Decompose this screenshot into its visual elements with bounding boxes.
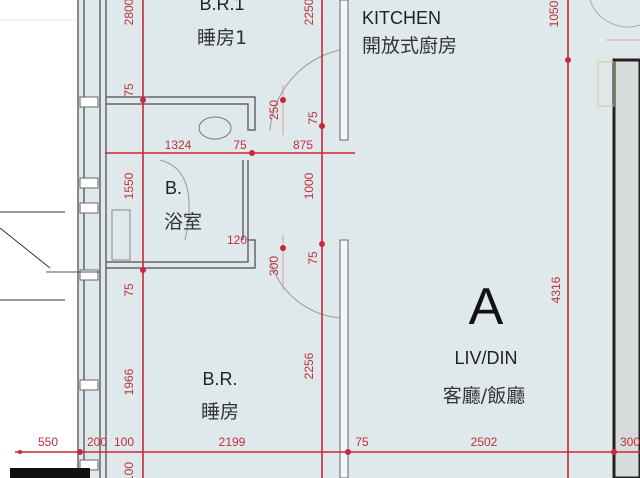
dim-300-right: 300 bbox=[620, 435, 640, 449]
dim-550: 550 bbox=[38, 435, 58, 449]
dim-top-mid: 2250 bbox=[302, 0, 316, 25]
living-label-en: LIV/DIN bbox=[454, 348, 517, 368]
dim-250: 250 bbox=[267, 100, 281, 120]
dimension-lines bbox=[15, 0, 640, 478]
dim-75-h: 75 bbox=[233, 138, 247, 152]
bedroom-label-en: B.R. bbox=[202, 369, 237, 389]
room-labels: B.R.1 睡房1 KITCHEN 開放式廚房 B. 浴室 A LIV/DIN … bbox=[164, 0, 525, 423]
living-label-zh: 客廳/飯廳 bbox=[443, 385, 525, 407]
kitchen-label-en: KITCHEN bbox=[362, 8, 441, 28]
kitchen-label-zh: 開放式廚房 bbox=[362, 34, 457, 57]
dim-1000: 1000 bbox=[302, 172, 316, 199]
dim-1324: 1324 bbox=[165, 138, 192, 152]
external-arrows bbox=[0, 211, 100, 478]
dim-1966: 1966 bbox=[122, 368, 136, 395]
dim-2502: 2502 bbox=[471, 435, 498, 449]
dim-75-d: 75 bbox=[122, 283, 136, 297]
dim-75-c: 75 bbox=[306, 251, 320, 265]
dim-75-b: 75 bbox=[306, 111, 320, 125]
dim-300: 300 bbox=[267, 256, 281, 276]
unit-floor bbox=[78, 0, 640, 478]
bedroom1-label-en: B.R.1 bbox=[199, 0, 244, 14]
dim-100: 100 bbox=[114, 435, 134, 449]
dim-4316: 4316 bbox=[549, 276, 563, 303]
dim-200: 200 bbox=[87, 435, 107, 449]
dim-875: 875 bbox=[293, 138, 313, 152]
bathroom-label-en: B. bbox=[165, 178, 182, 198]
dim-120: 120 bbox=[227, 233, 247, 247]
flat-label: A bbox=[469, 278, 504, 336]
bedroom1-label-zh: 睡房1 bbox=[197, 27, 247, 49]
dim-top-left: 2800 bbox=[122, 0, 136, 25]
dim-2256: 2256 bbox=[302, 352, 316, 379]
right-wall bbox=[597, 58, 640, 478]
dim-75-bottom: 75 bbox=[355, 435, 369, 449]
dim-75-a: 75 bbox=[122, 83, 136, 97]
partition-walls bbox=[269, 0, 640, 478]
dim-100-bottom: 100 bbox=[122, 462, 136, 478]
dim-top-right: 1050 bbox=[547, 0, 561, 27]
bathroom-label-zh: 浴室 bbox=[164, 211, 202, 233]
bathroom-walls bbox=[106, 96, 256, 269]
left-exterior-wall bbox=[77, 0, 107, 478]
dimension-labels: 2800 2250 1050 75 250 75 1324 75 875 155… bbox=[38, 0, 640, 478]
dim-2199: 2199 bbox=[219, 435, 246, 449]
bedroom-label-zh: 睡房 bbox=[201, 401, 239, 423]
dim-1550: 1550 bbox=[122, 172, 136, 199]
